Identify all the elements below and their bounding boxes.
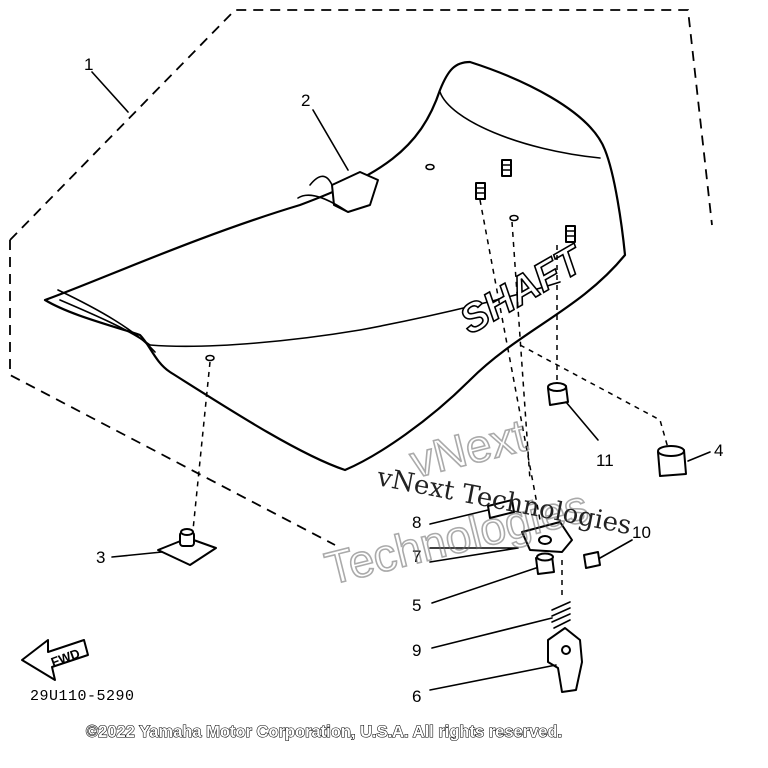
callout-7: 7 (412, 547, 421, 566)
callout-8: 8 (412, 513, 421, 532)
shaft-decal: SHAFT (453, 236, 594, 343)
figure-code: 29U110-5290 (30, 688, 135, 705)
callout-leaders (91, 71, 711, 691)
part-bracket (157, 528, 217, 566)
fwd-arrow-icon: FWD (21, 639, 89, 681)
assembly-guides (191, 199, 669, 541)
part-nut (547, 382, 569, 406)
lock-mechanism (487, 499, 601, 693)
callout-5: 5 (412, 596, 421, 615)
callout-3: 3 (96, 548, 105, 567)
callout-4: 4 (714, 441, 723, 460)
callout-2: 2 (301, 91, 310, 110)
seat-strap (297, 171, 379, 213)
callout-1: 1 (84, 55, 93, 74)
copyright-notice: ©2022 Yamaha Motor Corporation, U.S.A. A… (86, 723, 562, 741)
callout-labels: 1 2 3 4 5 6 7 8 9 10 11 (84, 55, 723, 706)
callout-11: 11 (596, 451, 614, 470)
assembly-boundary (9, 9, 713, 546)
callout-10: 10 (632, 523, 651, 542)
callout-6: 6 (412, 687, 421, 706)
seat-studs (475, 159, 576, 243)
callout-9: 9 (412, 641, 421, 660)
part-cushion (657, 445, 687, 477)
seat-holes (205, 163, 519, 362)
